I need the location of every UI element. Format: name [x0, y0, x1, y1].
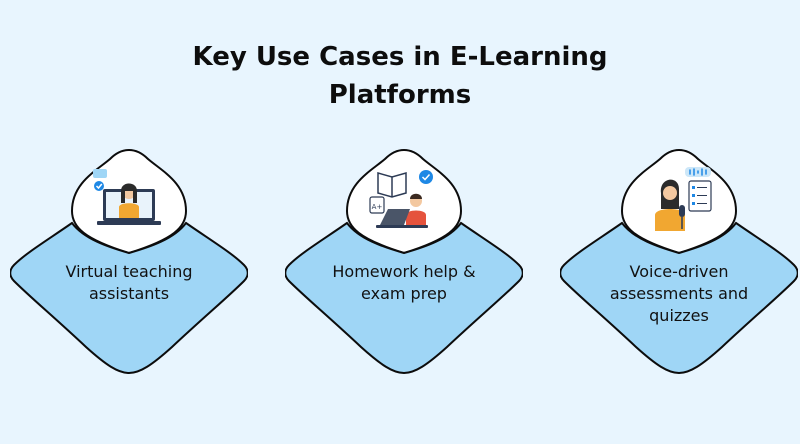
use-case-label: Homework help & exam prep	[332, 262, 476, 303]
student-studying-icon: A+	[369, 170, 433, 228]
use-case-label: Virtual teaching assistants	[65, 262, 193, 303]
virtual-teacher-icon	[93, 169, 161, 225]
title-line-2: Platforms	[328, 80, 472, 110]
title-line-1: Key Use Cases in E-Learning	[192, 42, 608, 72]
use-case-card-virtual-teaching: Virtual teaching assistants	[10, 143, 248, 375]
use-case-card-voice-assessments: Voice-driven assessments and quizzes	[560, 143, 798, 375]
use-case-label: Voice-driven assessments and quizzes	[609, 262, 749, 325]
use-case-card-homework-help: A+ Homework help & exam prep	[285, 143, 523, 375]
page-title: Key Use Cases in E-Learning Platforms	[0, 38, 800, 114]
svg-text:A+: A+	[372, 203, 383, 211]
voice-assessment-icon	[655, 167, 712, 231]
